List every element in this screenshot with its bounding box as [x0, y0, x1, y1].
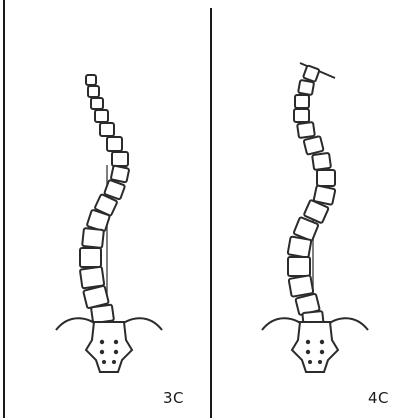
vertebra — [86, 75, 96, 85]
vertebra — [107, 137, 122, 151]
vertebra — [80, 248, 101, 267]
spine-4c — [262, 63, 368, 372]
vertebra — [288, 236, 312, 257]
sacrum-3c — [86, 322, 132, 372]
vertebra — [80, 267, 104, 289]
vertebra — [303, 65, 320, 82]
vertebra — [88, 86, 99, 97]
sacrum-4c — [292, 322, 338, 372]
vertebra — [95, 110, 108, 122]
spine-3c — [56, 75, 162, 372]
vertebra — [82, 228, 104, 248]
vertebra — [297, 122, 315, 138]
panel-label-3c: 3C — [163, 389, 184, 407]
vertebra — [304, 136, 324, 155]
vertebra — [317, 170, 335, 186]
vertebra — [112, 152, 128, 166]
vertebra — [91, 305, 114, 324]
vertebra — [298, 80, 314, 95]
vertebra — [288, 257, 310, 276]
vertebra — [295, 95, 309, 108]
vertebra — [91, 98, 103, 109]
vertebra — [294, 109, 309, 122]
panel-label-4c: 4C — [368, 389, 389, 407]
vertebra — [312, 153, 331, 170]
vertebra — [111, 165, 130, 182]
vertebra — [100, 123, 114, 136]
vertebra — [289, 275, 314, 297]
